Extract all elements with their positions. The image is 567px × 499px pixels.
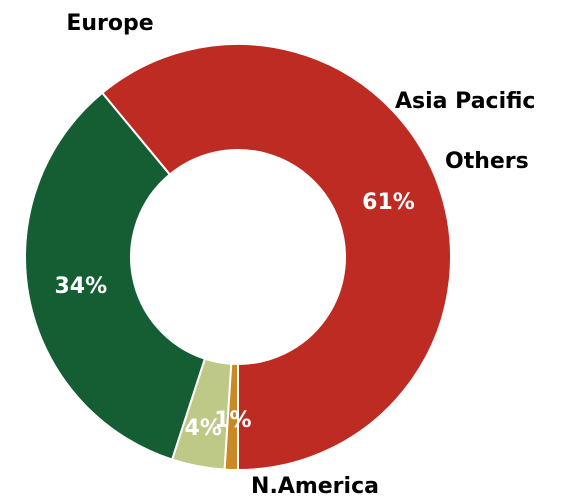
value-label-others: 1%: [214, 408, 251, 433]
value-label-europe: 34%: [54, 274, 107, 299]
category-label-others: Others: [445, 149, 529, 174]
slices-group: [24, 43, 452, 471]
slice-n-america: [101, 43, 452, 471]
slice-europe: [24, 91, 206, 461]
slice-others: [223, 362, 239, 471]
value-labels-group: 61% 34% 4%1%: [54, 190, 414, 441]
category-label-n-america: N.America: [251, 474, 379, 499]
category-label-asia-pacific: Asia Pacific: [395, 89, 535, 114]
category-label-europe: Europe: [66, 11, 153, 36]
value-label-n-america: 61%: [362, 190, 415, 215]
value-label-asia-pacific: 4%: [185, 416, 222, 441]
